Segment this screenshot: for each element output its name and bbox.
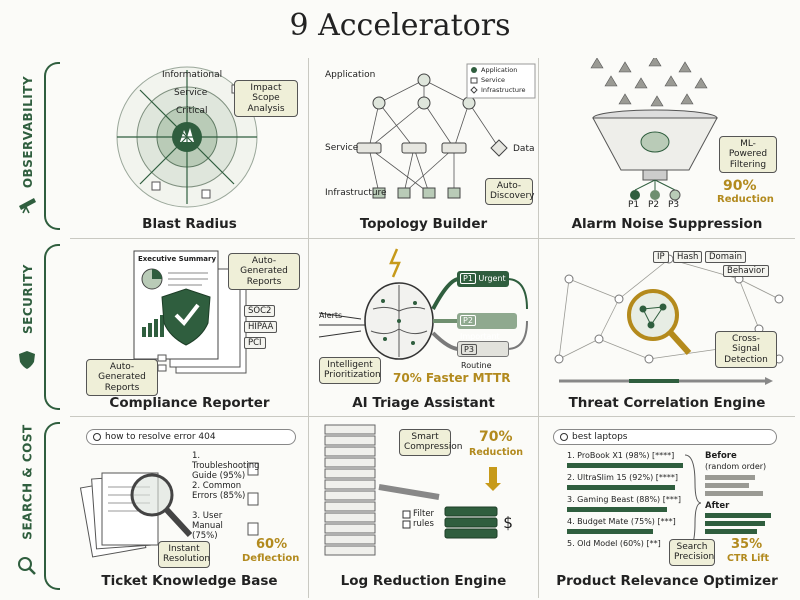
triage-stat: 70% Faster MTTR <box>393 371 511 385</box>
lane-p2-badge: P2 <box>460 315 476 326</box>
before-label: Before <box>705 451 737 461</box>
lane-p3-badge: P3 <box>461 344 477 355</box>
product-stat-value: 35% <box>731 537 763 552</box>
kb-result-1[interactable]: 1. Troubleshooting Guide (95%) <box>192 451 260 482</box>
alarm-stat-value: 90% <box>723 178 757 194</box>
product-item-4[interactable]: 4. Budget Mate (75%) [***] <box>567 517 676 526</box>
product-item-2[interactable]: 2. UltraSlim 15 (92%) [****] <box>567 473 678 482</box>
shield-icon <box>19 351 35 369</box>
topology-builder-title: Topology Builder <box>359 216 488 232</box>
product-relevance-panel: best laptops 1. ProBook X1 (98%) [****] … <box>539 417 795 600</box>
kb-result-3[interactable]: 3. User Manual (75%) <box>192 511 223 542</box>
lane-p2-label: Important <box>460 332 500 341</box>
filter-label: Filter <box>413 509 435 519</box>
lane-p1: P1 Urgent <box>457 271 509 287</box>
tag-pci: PCI <box>244 337 266 349</box>
ring-label-critical: Critical <box>176 106 208 116</box>
kb-result-2[interactable]: 2. Common Errors (85%) <box>192 481 246 502</box>
priority-p2: P2 <box>648 200 660 210</box>
signal-tag-behavior: Behavior <box>723 265 769 277</box>
lane-p1-label: Urgent <box>478 274 506 283</box>
ai-triage-panel: Alerts P1 Urgent P2 Important P3 Routine… <box>309 239 538 416</box>
ticket-search-input[interactable]: how to resolve error 404 <box>86 429 296 445</box>
instant-resolution-callout: Instant Resolution <box>158 541 210 568</box>
threat-correlation-panel: IP Hash Domain Behavior Cross-Signal Det… <box>539 239 795 416</box>
search-precision-callout: Search Precision <box>669 539 715 566</box>
impact-scope-callout: Impact Scope Analysis <box>234 80 298 118</box>
log-reduction-panel: $ Smart Compression 70% Reduction Filter… <box>309 417 538 600</box>
tag-hipaa: HIPAA <box>244 321 278 333</box>
log-stat-value: 70% <box>479 429 513 445</box>
lane-p2: P2 Important <box>457 313 517 341</box>
alerts-input-label: Alerts <box>319 311 343 320</box>
log-reduction-title: Log Reduction Engine <box>340 573 507 589</box>
ring-label-service: Service <box>174 88 208 98</box>
alarm-noise-title: Alarm Noise Suppression <box>571 216 763 232</box>
threat-correlation-title: Threat Correlation Engine <box>568 395 766 411</box>
smart-compression-callout: Smart Compression <box>399 429 462 456</box>
telescope-icon <box>19 198 36 214</box>
prioritization-callout: Intelligent Prioritization <box>319 357 381 384</box>
signal-tag-hash: Hash <box>673 251 703 263</box>
row-label-infrastructure: Infrastructure <box>325 188 387 198</box>
cross-signal-callout: Cross-Signal Detection <box>715 331 777 369</box>
section-label: SEARCH & COST <box>21 424 35 540</box>
ticket-kb-title: Ticket Knowledge Base <box>101 573 278 589</box>
priority-p3: P3 <box>668 200 680 210</box>
ring-label-informational: Informational <box>162 70 223 80</box>
compliance-reporter-panel: Executive Summary Auto-Generated Reports… <box>72 239 307 416</box>
priority-p1: P1 <box>628 200 640 210</box>
page-title: 9 Accelerators <box>289 8 511 43</box>
ticket-stat-label: Deflection <box>242 553 300 564</box>
alarm-noise-panel: P1 P2 P3 ML-Powered Filtering 90% Reduct… <box>539 58 795 238</box>
auto-report-callout-top: Auto-Generated Reports <box>228 253 300 291</box>
tag-soc2: SOC2 <box>244 305 276 317</box>
legend-application: Application <box>481 66 518 74</box>
auto-discovery-callout: Auto-Discovery <box>485 178 534 205</box>
section-label: SECURITY <box>21 264 36 334</box>
legend-service: Service <box>481 76 506 84</box>
row-label-application: Application <box>325 70 376 80</box>
ai-triage-title: AI Triage Assistant <box>352 395 495 411</box>
magnifier-icon <box>18 557 36 575</box>
row-label-data: Data <box>513 144 535 154</box>
row-label-service: Service <box>325 143 359 153</box>
product-search-input[interactable]: best laptops <box>553 429 777 445</box>
lane-p3-label: Routine <box>461 361 492 370</box>
after-label: After <box>705 501 730 511</box>
signal-tag-domain: Domain <box>705 251 746 263</box>
ticket-kb-panel: how to resolve error 404 1. Troubleshoot… <box>72 417 307 600</box>
log-stat-label: Reduction <box>469 447 524 458</box>
product-stat-label: CTR Lift <box>727 553 770 564</box>
ticket-stat-value: 60% <box>256 537 288 552</box>
product-item-3[interactable]: 3. Gaming Beast (88%) [***] <box>567 495 681 504</box>
product-item-5[interactable]: 5. Old Model (60%) [**] <box>567 539 661 548</box>
compliance-reporter-title: Compliance Reporter <box>109 395 270 411</box>
lane-p1-badge: P1 <box>460 273 476 284</box>
product-relevance-title: Product Relevance Optimizer <box>556 573 778 589</box>
blast-radius-panel: Informational Service Critical Impact Sc… <box>72 58 307 238</box>
ml-filtering-callout: ML-Powered Filtering <box>719 136 777 174</box>
blast-radius-title: Blast Radius <box>142 216 237 232</box>
doc-title: Executive Summary <box>138 255 217 263</box>
section-label: OBSERVABILITY <box>21 75 36 189</box>
legend-infrastructure: Infrastructure <box>481 86 526 94</box>
before-note: (random order) <box>705 462 767 471</box>
lane-p3: P3 Routine <box>457 341 509 370</box>
signal-tag-ip: IP <box>653 251 669 263</box>
auto-report-callout-bottom: Auto-Generated Reports <box>86 359 158 397</box>
alarm-stat-label: Reduction <box>717 194 774 205</box>
rules-label: rules <box>413 519 434 529</box>
topology-builder-panel: Application Service Infrastructure Appli… <box>309 58 538 238</box>
product-item-1[interactable]: 1. ProBook X1 (98%) [****] <box>567 451 675 460</box>
log-dollar-icon: $ <box>503 513 513 532</box>
